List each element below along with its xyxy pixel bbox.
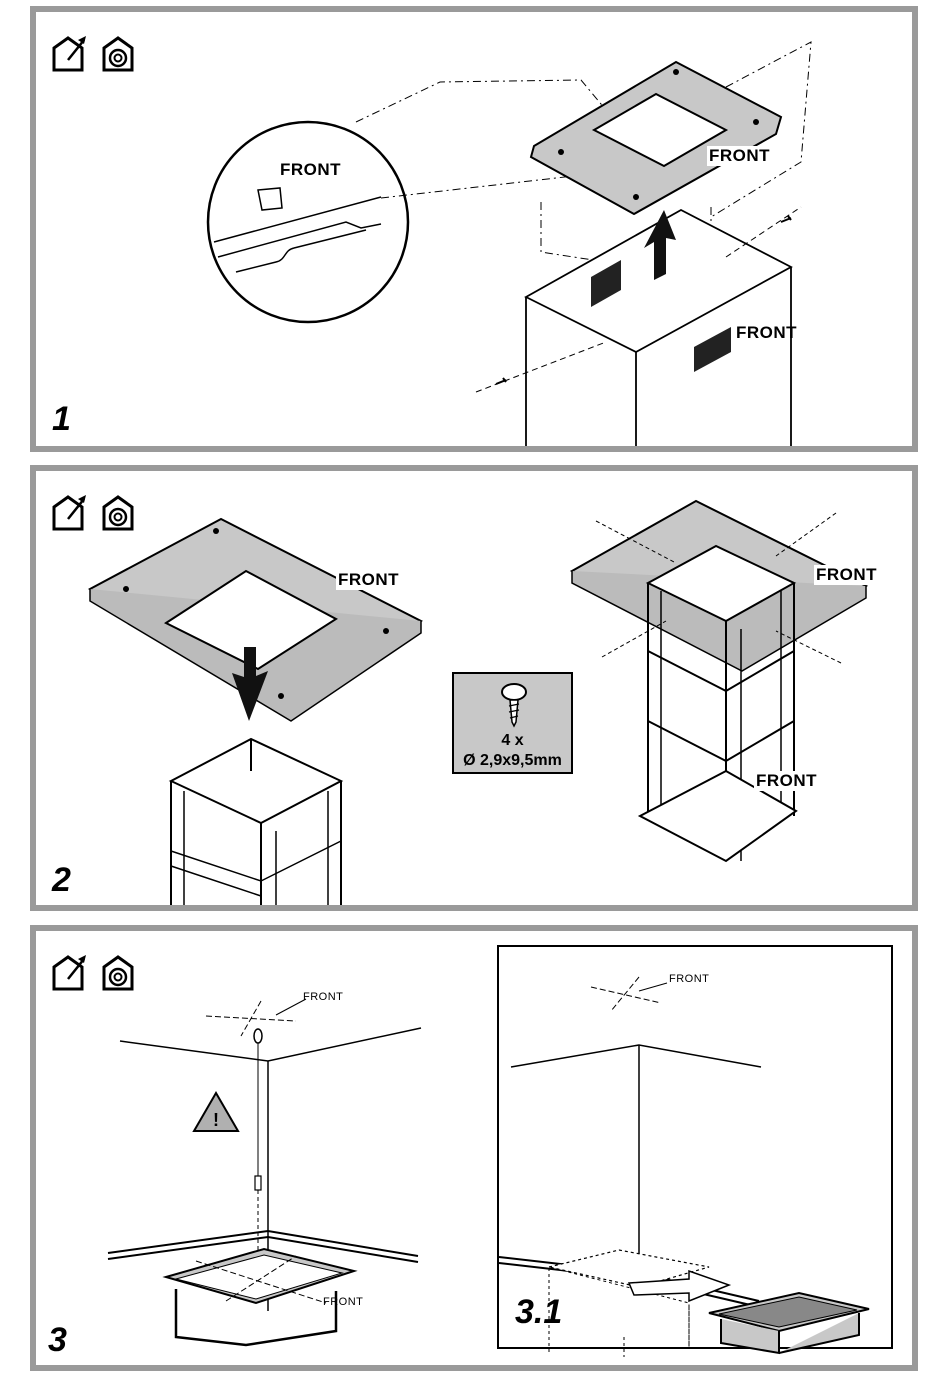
- svg-text:!: !: [213, 1110, 219, 1130]
- substep-number: 3.1: [515, 1293, 562, 1332]
- front-label-box: FRONT: [323, 1296, 363, 1308]
- step-1-illustration: [36, 12, 912, 446]
- step-3-1-subpanel: FRONT 3.1: [497, 945, 893, 1349]
- front-label-ceiling: FRONT: [669, 973, 709, 985]
- front-label-chimney: FRONT: [736, 323, 797, 343]
- front-label-ceiling: FRONT: [303, 991, 343, 1003]
- screw-spec-box: 4 x Ø 2,9x9,5mm: [452, 672, 573, 774]
- front-label-plate: FRONT: [707, 146, 772, 166]
- step-number: 3: [48, 1321, 67, 1360]
- screw-size: Ø 2,9x9,5mm: [454, 752, 571, 770]
- step-number: 1: [52, 400, 71, 439]
- front-label-frame: FRONT: [754, 771, 819, 791]
- step-3-1-illustration: [499, 947, 891, 1347]
- step-1-panel: FRONT FRONT FRONT 1: [30, 6, 918, 452]
- front-label-plate: FRONT: [336, 570, 401, 590]
- front-label-assembly: FRONT: [814, 565, 879, 585]
- screw-quantity: 4 x: [454, 732, 571, 750]
- step-number: 2: [52, 861, 71, 900]
- front-label-detail: FRONT: [280, 160, 341, 180]
